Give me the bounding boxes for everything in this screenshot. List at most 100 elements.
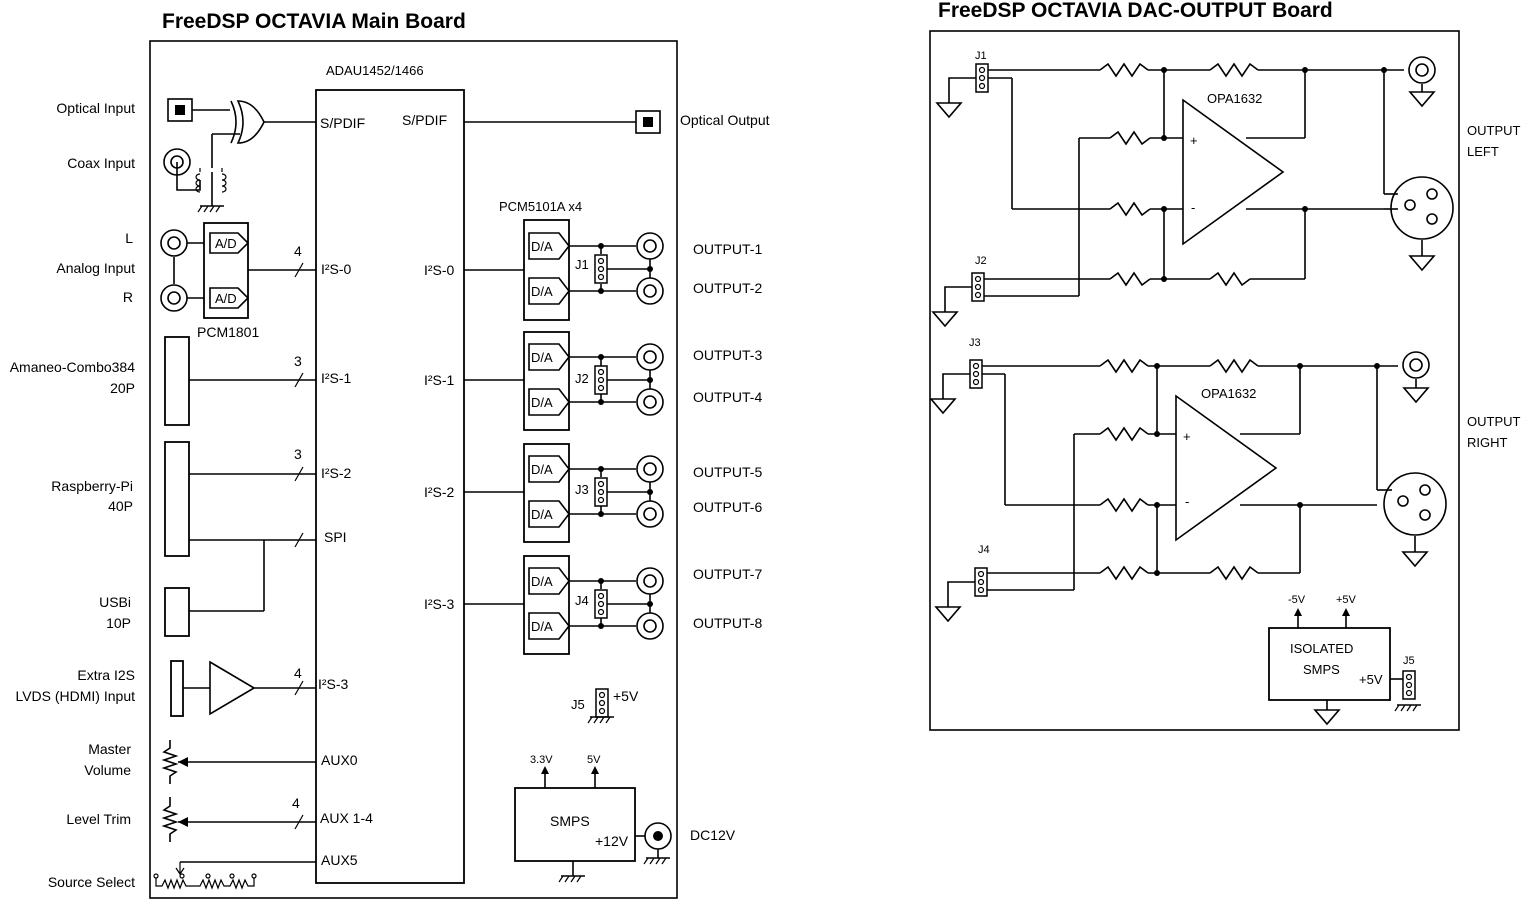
j2-jumper-icon <box>594 365 608 395</box>
opa-bottom-label: OPA1632 <box>1201 386 1256 401</box>
minus5v-arrow-icon <box>1294 608 1302 616</box>
left-rca-ground-icon <box>1409 91 1435 107</box>
j5-ground-icon <box>587 716 615 724</box>
spdif-in-label: S/PDIF <box>320 115 365 131</box>
output-4-jack-icon <box>636 388 664 416</box>
da-label-5: D/A <box>531 462 553 477</box>
output-4-label: OUTPUT-4 <box>693 389 762 405</box>
da-converter-5-icon <box>528 455 571 483</box>
resistor-r1-icon <box>1099 358 1149 374</box>
resistor-r6-icon <box>1209 565 1259 581</box>
dc12v-label: DC12V <box>690 827 736 843</box>
opa-top-plus: + <box>1190 133 1198 148</box>
v33-arrow-icon <box>541 766 549 774</box>
da-converter-2-icon <box>528 277 571 305</box>
resistor-l1-icon <box>1099 62 1149 78</box>
output-right-label-1: OUTPUT <box>1467 414 1521 429</box>
output-left-label-2: LEFT <box>1467 144 1499 159</box>
master-label: Master <box>88 741 131 757</box>
j5-main-jumper-icon <box>595 688 609 718</box>
opa-top-minus: - <box>1191 200 1195 215</box>
j4-jumper-icon <box>594 589 608 619</box>
isolated-label-1: ISOLATED <box>1290 641 1353 656</box>
pcm1801-label: PCM1801 <box>197 324 259 340</box>
opa1632-right-icon <box>1175 394 1278 542</box>
spi-label: SPI <box>324 529 347 545</box>
da-label-4: D/A <box>531 395 553 410</box>
amaneo-label: Amaneo-Combo384 <box>10 359 136 375</box>
aux0-label: AUX0 <box>321 752 358 768</box>
dsp-label: ADAU1452/1466 <box>326 63 424 78</box>
dac-j1-label: J1 <box>975 50 987 62</box>
right-rca-output-icon <box>1402 351 1430 379</box>
ad-label-r: A/D <box>215 291 237 306</box>
left-rca-output-icon <box>1408 56 1436 84</box>
v33-label: 3.3V <box>530 754 553 766</box>
j5-main-label: J5 <box>571 697 585 712</box>
main-board-frame <box>149 40 678 899</box>
plus12v-label: +12V <box>595 833 629 849</box>
output-1-label: OUTPUT-1 <box>693 241 762 257</box>
opa-top-label: OPA1632 <box>1207 91 1262 106</box>
spdif-out-label: S/PDIF <box>402 112 447 128</box>
resistor-r2-icon <box>1209 358 1259 374</box>
optical-input-jack-icon <box>167 98 193 122</box>
output-5-jack-icon <box>636 455 664 483</box>
dac-board-frame <box>929 30 1460 731</box>
analog-r-label: R <box>123 289 133 305</box>
j4-main-label: J4 <box>575 593 589 608</box>
dsp-chip <box>315 89 465 884</box>
amaneo-header <box>164 336 190 426</box>
da-label-8: D/A <box>531 619 553 634</box>
resistor-r3-icon <box>1099 426 1149 442</box>
j5-plus5v-label: +5V <box>613 688 639 704</box>
rpi-label: Raspberry-Pi <box>51 478 133 494</box>
resistor-l3-icon <box>1109 130 1151 146</box>
minus5v-label: -5V <box>1288 594 1306 606</box>
i2s3-out-label: I²S-3 <box>424 596 455 612</box>
j1-jumper-icon <box>594 254 608 284</box>
da-converter-7-icon <box>528 567 571 595</box>
output-5-label: OUTPUT-5 <box>693 464 762 480</box>
coax-input-label: Coax Input <box>67 155 135 171</box>
coax-transformer-icon <box>195 168 201 193</box>
rpi-pins-label: 40P <box>108 498 133 514</box>
i2s0-out-label: I²S-0 <box>424 262 455 278</box>
level-trim-pot-icon <box>161 797 179 842</box>
analog-l-jack-icon <box>160 229 188 257</box>
isolated-label-2: SMPS <box>1303 662 1340 677</box>
output-right-label-2: RIGHT <box>1467 435 1508 450</box>
dac-j3-label: J3 <box>969 337 981 349</box>
output-3-label: OUTPUT-3 <box>693 347 762 363</box>
da-label-1: D/A <box>531 239 553 254</box>
left-xlr-ground-icon <box>1409 255 1435 271</box>
usbi-pins-label: 10P <box>106 615 131 631</box>
extra-i2s-connector <box>170 660 184 717</box>
level-trim-label: Level Trim <box>66 811 131 827</box>
dac-j4-label: J4 <box>978 544 990 556</box>
dac-j3-ground-icon <box>930 398 956 414</box>
smps-block <box>514 787 636 862</box>
dac-j1-ground-icon <box>936 102 962 118</box>
extra-i2s-label: Extra I2S <box>77 667 135 683</box>
j1-main-label: J1 <box>575 257 589 272</box>
output-3-jack-icon <box>636 343 664 371</box>
optical-input-label: Optical Input <box>56 100 135 116</box>
analog-input-label: Analog Input <box>56 260 135 276</box>
i2s0-in-label: I²S-0 <box>321 261 352 277</box>
resistor-l6-icon <box>1209 271 1251 287</box>
da-converter-6-icon <box>528 500 571 528</box>
right-xlr-output-icon <box>1383 472 1447 536</box>
right-rca-ground-icon <box>1403 387 1429 403</box>
source-select-ladder-icon <box>155 878 255 890</box>
dac-group-1 <box>523 219 570 321</box>
output-1-jack-icon <box>636 232 664 260</box>
lvds-receiver-icon <box>209 660 256 716</box>
bus-width-extra: 4 <box>294 665 302 681</box>
resistor-l5-icon <box>1109 271 1151 287</box>
plus5v-a-label: +5V <box>1336 594 1357 606</box>
v5-label: 5V <box>587 754 601 766</box>
spdif-mux-gate-icon <box>236 100 265 144</box>
da-label-2: D/A <box>531 284 553 299</box>
